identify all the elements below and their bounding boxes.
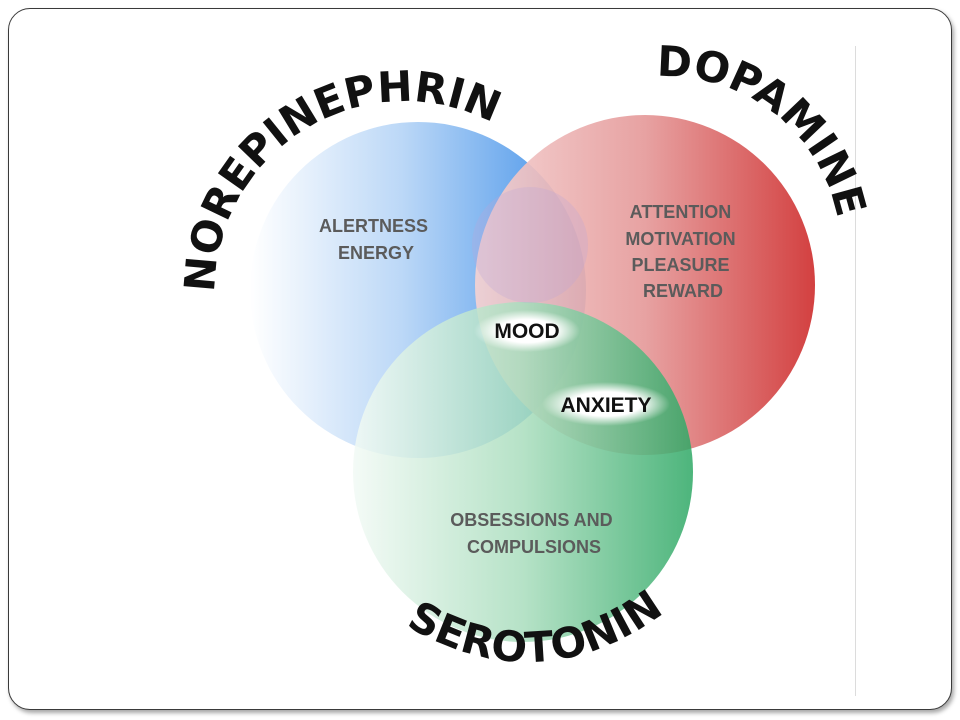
anxiety-glow bbox=[542, 382, 670, 426]
dopamine-effects: ATTENTION MOTIVATION PLEASURE REWARD bbox=[625, 202, 740, 301]
divider bbox=[855, 46, 856, 696]
norepinephrine-effects: ALERTNESS ENERGY bbox=[319, 216, 433, 263]
mood-glow bbox=[474, 310, 580, 352]
anxiety-label: ANXIETY bbox=[560, 394, 651, 417]
serotonin-effects: OBSESSIONS AND COMPULSIONS bbox=[450, 510, 617, 557]
mood-label: MOOD bbox=[494, 320, 559, 343]
overlap-tint bbox=[472, 187, 588, 303]
